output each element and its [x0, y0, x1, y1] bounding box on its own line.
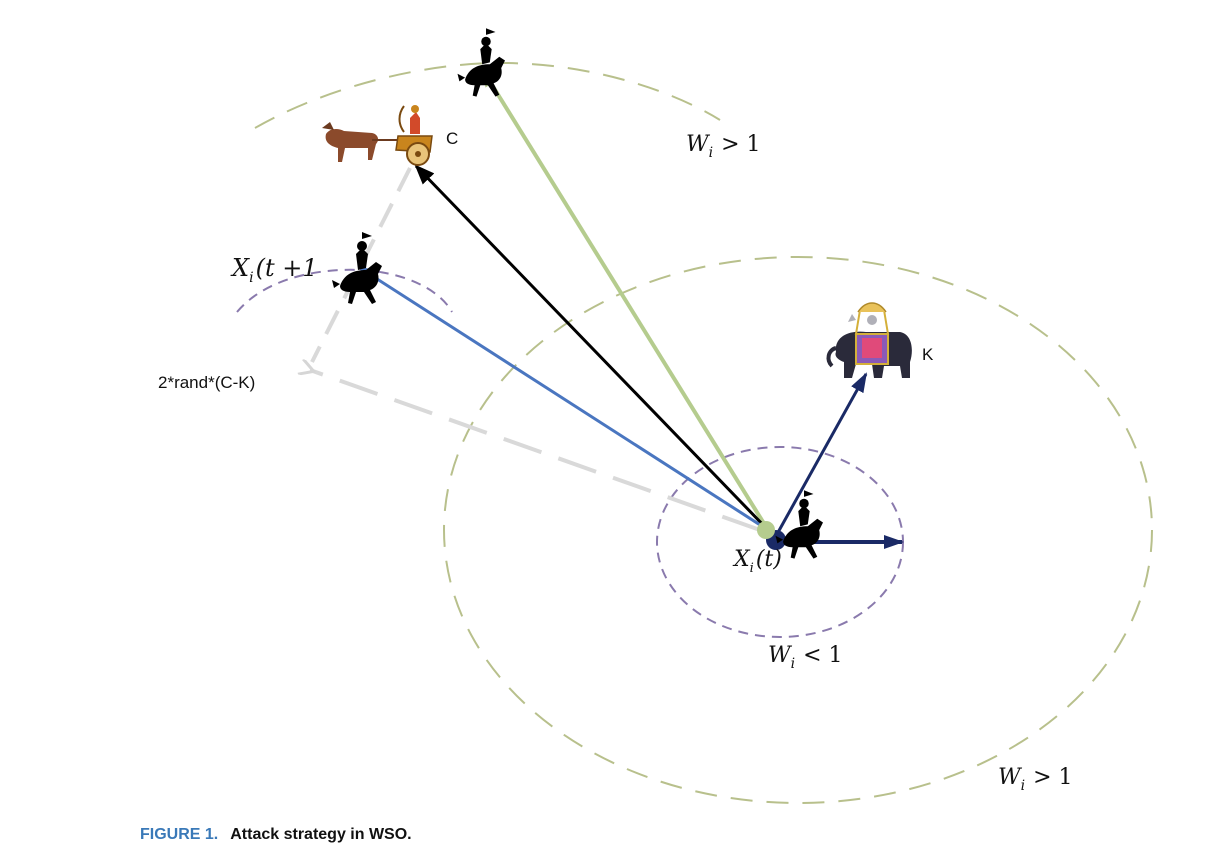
next-position-arc [236, 268, 453, 313]
green-attack-arrow [482, 70, 770, 532]
rand-vector-arrow [310, 370, 761, 532]
figure-caption: FIGURE 1. Attack strategy in WSO. [140, 826, 412, 844]
king-label: K [922, 345, 934, 364]
elephant-king-icon [826, 302, 912, 378]
figure-number: FIGURE 1. [140, 826, 219, 843]
w-outer-top-label: Wi> 1 [686, 132, 761, 161]
chariot-direction-arrow [414, 164, 770, 532]
outer-boundary-circle [443, 256, 1153, 804]
top-boundary-arc [254, 61, 721, 129]
w-outer-bottom-label: Wi> 1 [998, 765, 1073, 794]
w-inner-label: Wi< 1 [768, 643, 843, 672]
chariot-icon [322, 105, 433, 166]
x-now-label: Xi(t) [732, 547, 782, 576]
origin-green-dot [757, 521, 775, 539]
figure-title: Attack strategy in WSO. [230, 826, 412, 843]
update-position-arrow [358, 266, 769, 532]
horseman-icon [457, 28, 505, 97]
rand-vector-label: 2*rand*(C-K) [158, 373, 255, 392]
chariot-offset-dashed [310, 167, 412, 363]
chariot-label: C [446, 129, 458, 148]
king-direction-arrow [774, 372, 868, 537]
x-next-label: Xi(t +1 [230, 254, 318, 286]
horseman-icon [332, 232, 382, 304]
